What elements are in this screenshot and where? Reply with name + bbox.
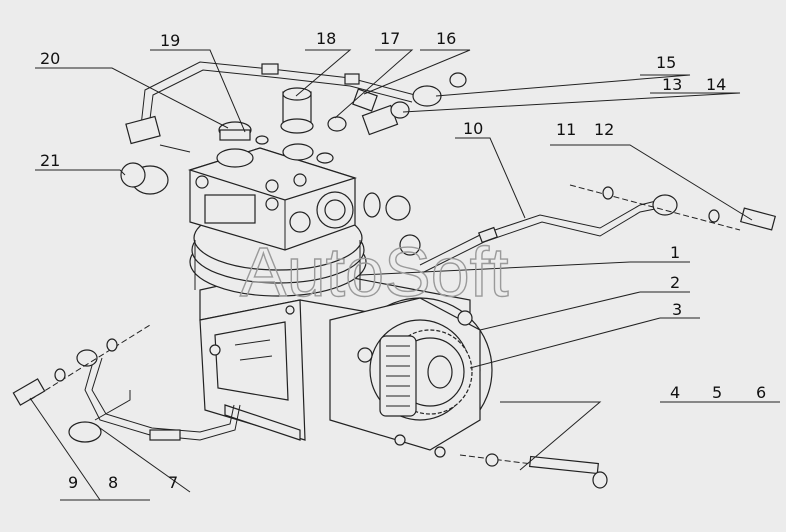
callout-4: 4: [670, 383, 680, 402]
fittings-16-18: [280, 72, 467, 136]
callout-7: 7: [168, 473, 178, 492]
leader-lines: [29, 49, 780, 501]
callout-13: 13: [662, 75, 682, 94]
callout-11: 11: [556, 120, 576, 139]
cylinder-head: [188, 135, 357, 251]
callout-10: 10: [463, 119, 483, 138]
cooling-line-right: [419, 184, 777, 273]
drive-gear: [379, 329, 473, 417]
callout-12: 12: [594, 120, 614, 139]
cooling-line-lower: [12, 324, 241, 443]
cooling-line-upper: [125, 61, 416, 145]
callout-20: 20: [40, 49, 60, 68]
callout-3: 3: [672, 300, 682, 319]
housing-bolts: [357, 310, 473, 458]
side-ports: [363, 192, 421, 256]
callout-2: 2: [670, 273, 680, 292]
callout-9: 9: [68, 473, 78, 492]
callout-6: 6: [756, 383, 766, 402]
callout-1: 1: [670, 243, 680, 262]
callout-18: 18: [316, 29, 336, 48]
callout-15: 15: [656, 53, 676, 72]
cap-and-union-20-21: [120, 121, 252, 195]
callout-8: 8: [108, 473, 118, 492]
callout-14: 14: [706, 75, 726, 94]
callout-17: 17: [380, 29, 400, 48]
callout-21: 21: [40, 151, 60, 170]
callout-19: 19: [160, 31, 180, 50]
watermark: AutoSoft: [240, 233, 509, 311]
callout-16: 16: [436, 29, 456, 48]
callout-5: 5: [712, 383, 722, 402]
